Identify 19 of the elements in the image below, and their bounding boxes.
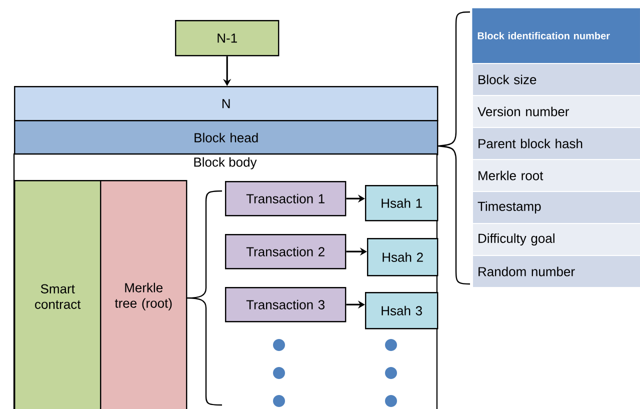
header-band: Block head (14, 120, 438, 156)
table-cell: Random number (472, 255, 640, 288)
header-band: N (14, 86, 438, 122)
table-cell: Difficulty goal (472, 223, 640, 256)
process-box: Hsah 2 (367, 238, 438, 276)
process-box: Hsah 1 (365, 185, 438, 222)
table-cell: Parent block hash (472, 127, 640, 160)
block-box: N-1 (175, 20, 280, 56)
process-box: Transaction 3 (225, 286, 346, 322)
table-cell: Version number (472, 95, 640, 128)
table-header-cell: Block identification number (472, 8, 640, 64)
column-box: Merkle tree (root) (100, 180, 188, 409)
process-box: Transaction 2 (225, 234, 346, 270)
process-box: Hsah 3 (365, 292, 438, 330)
process-box: Transaction 1 (225, 181, 346, 216)
table-cell: Timestamp (472, 191, 640, 224)
column-box: Smart contract (14, 180, 102, 409)
table-cell: Merkle root (472, 159, 640, 192)
table-cell: Block size (472, 63, 640, 96)
